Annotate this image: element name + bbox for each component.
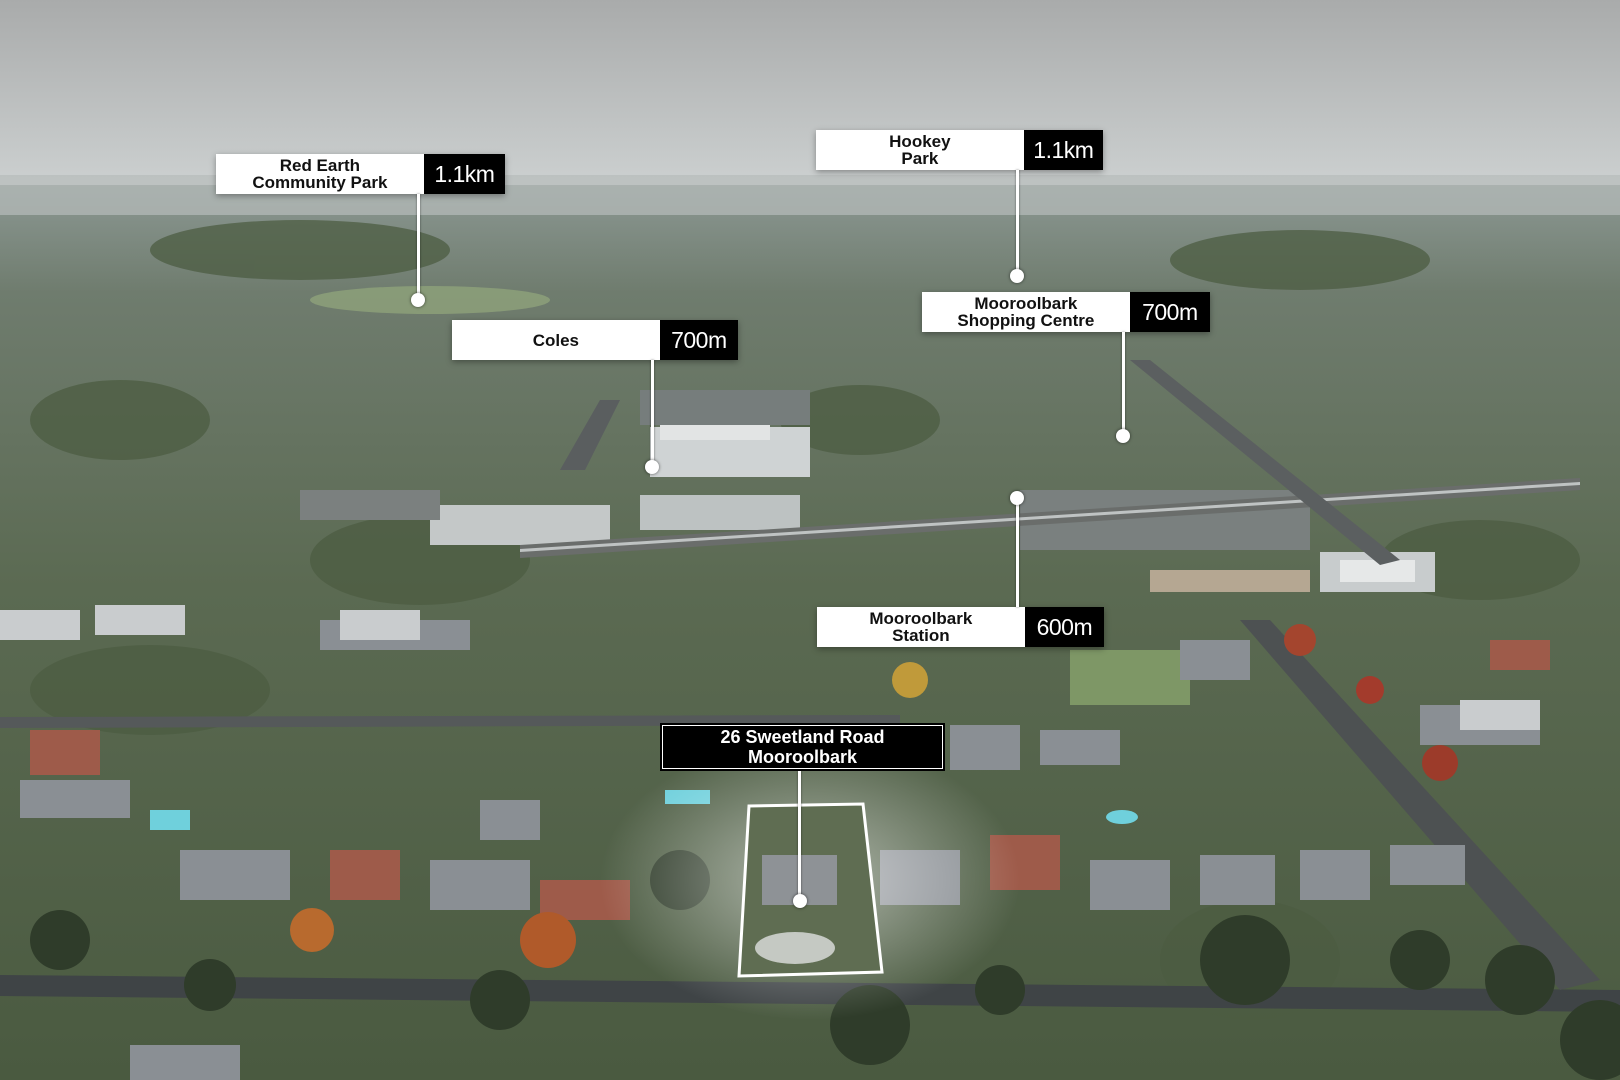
location-marker — [1010, 269, 1024, 283]
location-marker — [1010, 491, 1024, 505]
location-name: Mooroolbark Station — [817, 607, 1025, 647]
location-name: Red Earth Community Park — [216, 154, 424, 194]
leader-line — [651, 360, 654, 465]
location-name: Hookey Park — [816, 130, 1024, 170]
leader-line — [417, 194, 420, 298]
property-address-label: 26 Sweetland Road Mooroolbark — [660, 723, 945, 771]
location-distance: 1.1km — [423, 154, 505, 194]
label-hookey-park: Hookey Park 1.1km — [816, 130, 1103, 170]
label-coles: Coles 700m — [452, 320, 738, 360]
property-marker — [793, 894, 807, 908]
location-name: Coles — [452, 320, 660, 360]
location-marker — [1116, 429, 1130, 443]
property-boundary — [737, 802, 884, 978]
location-marker — [411, 293, 425, 307]
location-marker — [645, 460, 659, 474]
location-distance: 600m — [1024, 607, 1104, 647]
leader-line — [1016, 502, 1019, 607]
location-distance: 700m — [1129, 292, 1210, 332]
label-mooroolbark-shopping-centre: Mooroolbark Shopping Centre 700m — [922, 292, 1210, 332]
location-distance: 700m — [659, 320, 738, 360]
property-leader-line — [798, 771, 801, 899]
label-mooroolbark-station: Mooroolbark Station 600m — [817, 607, 1104, 647]
leader-line — [1122, 332, 1125, 432]
location-distance: 1.1km — [1023, 130, 1103, 170]
location-name: Mooroolbark Shopping Centre — [922, 292, 1130, 332]
label-red-earth-community-park: Red Earth Community Park 1.1km — [216, 154, 505, 194]
leader-line — [1016, 170, 1019, 273]
